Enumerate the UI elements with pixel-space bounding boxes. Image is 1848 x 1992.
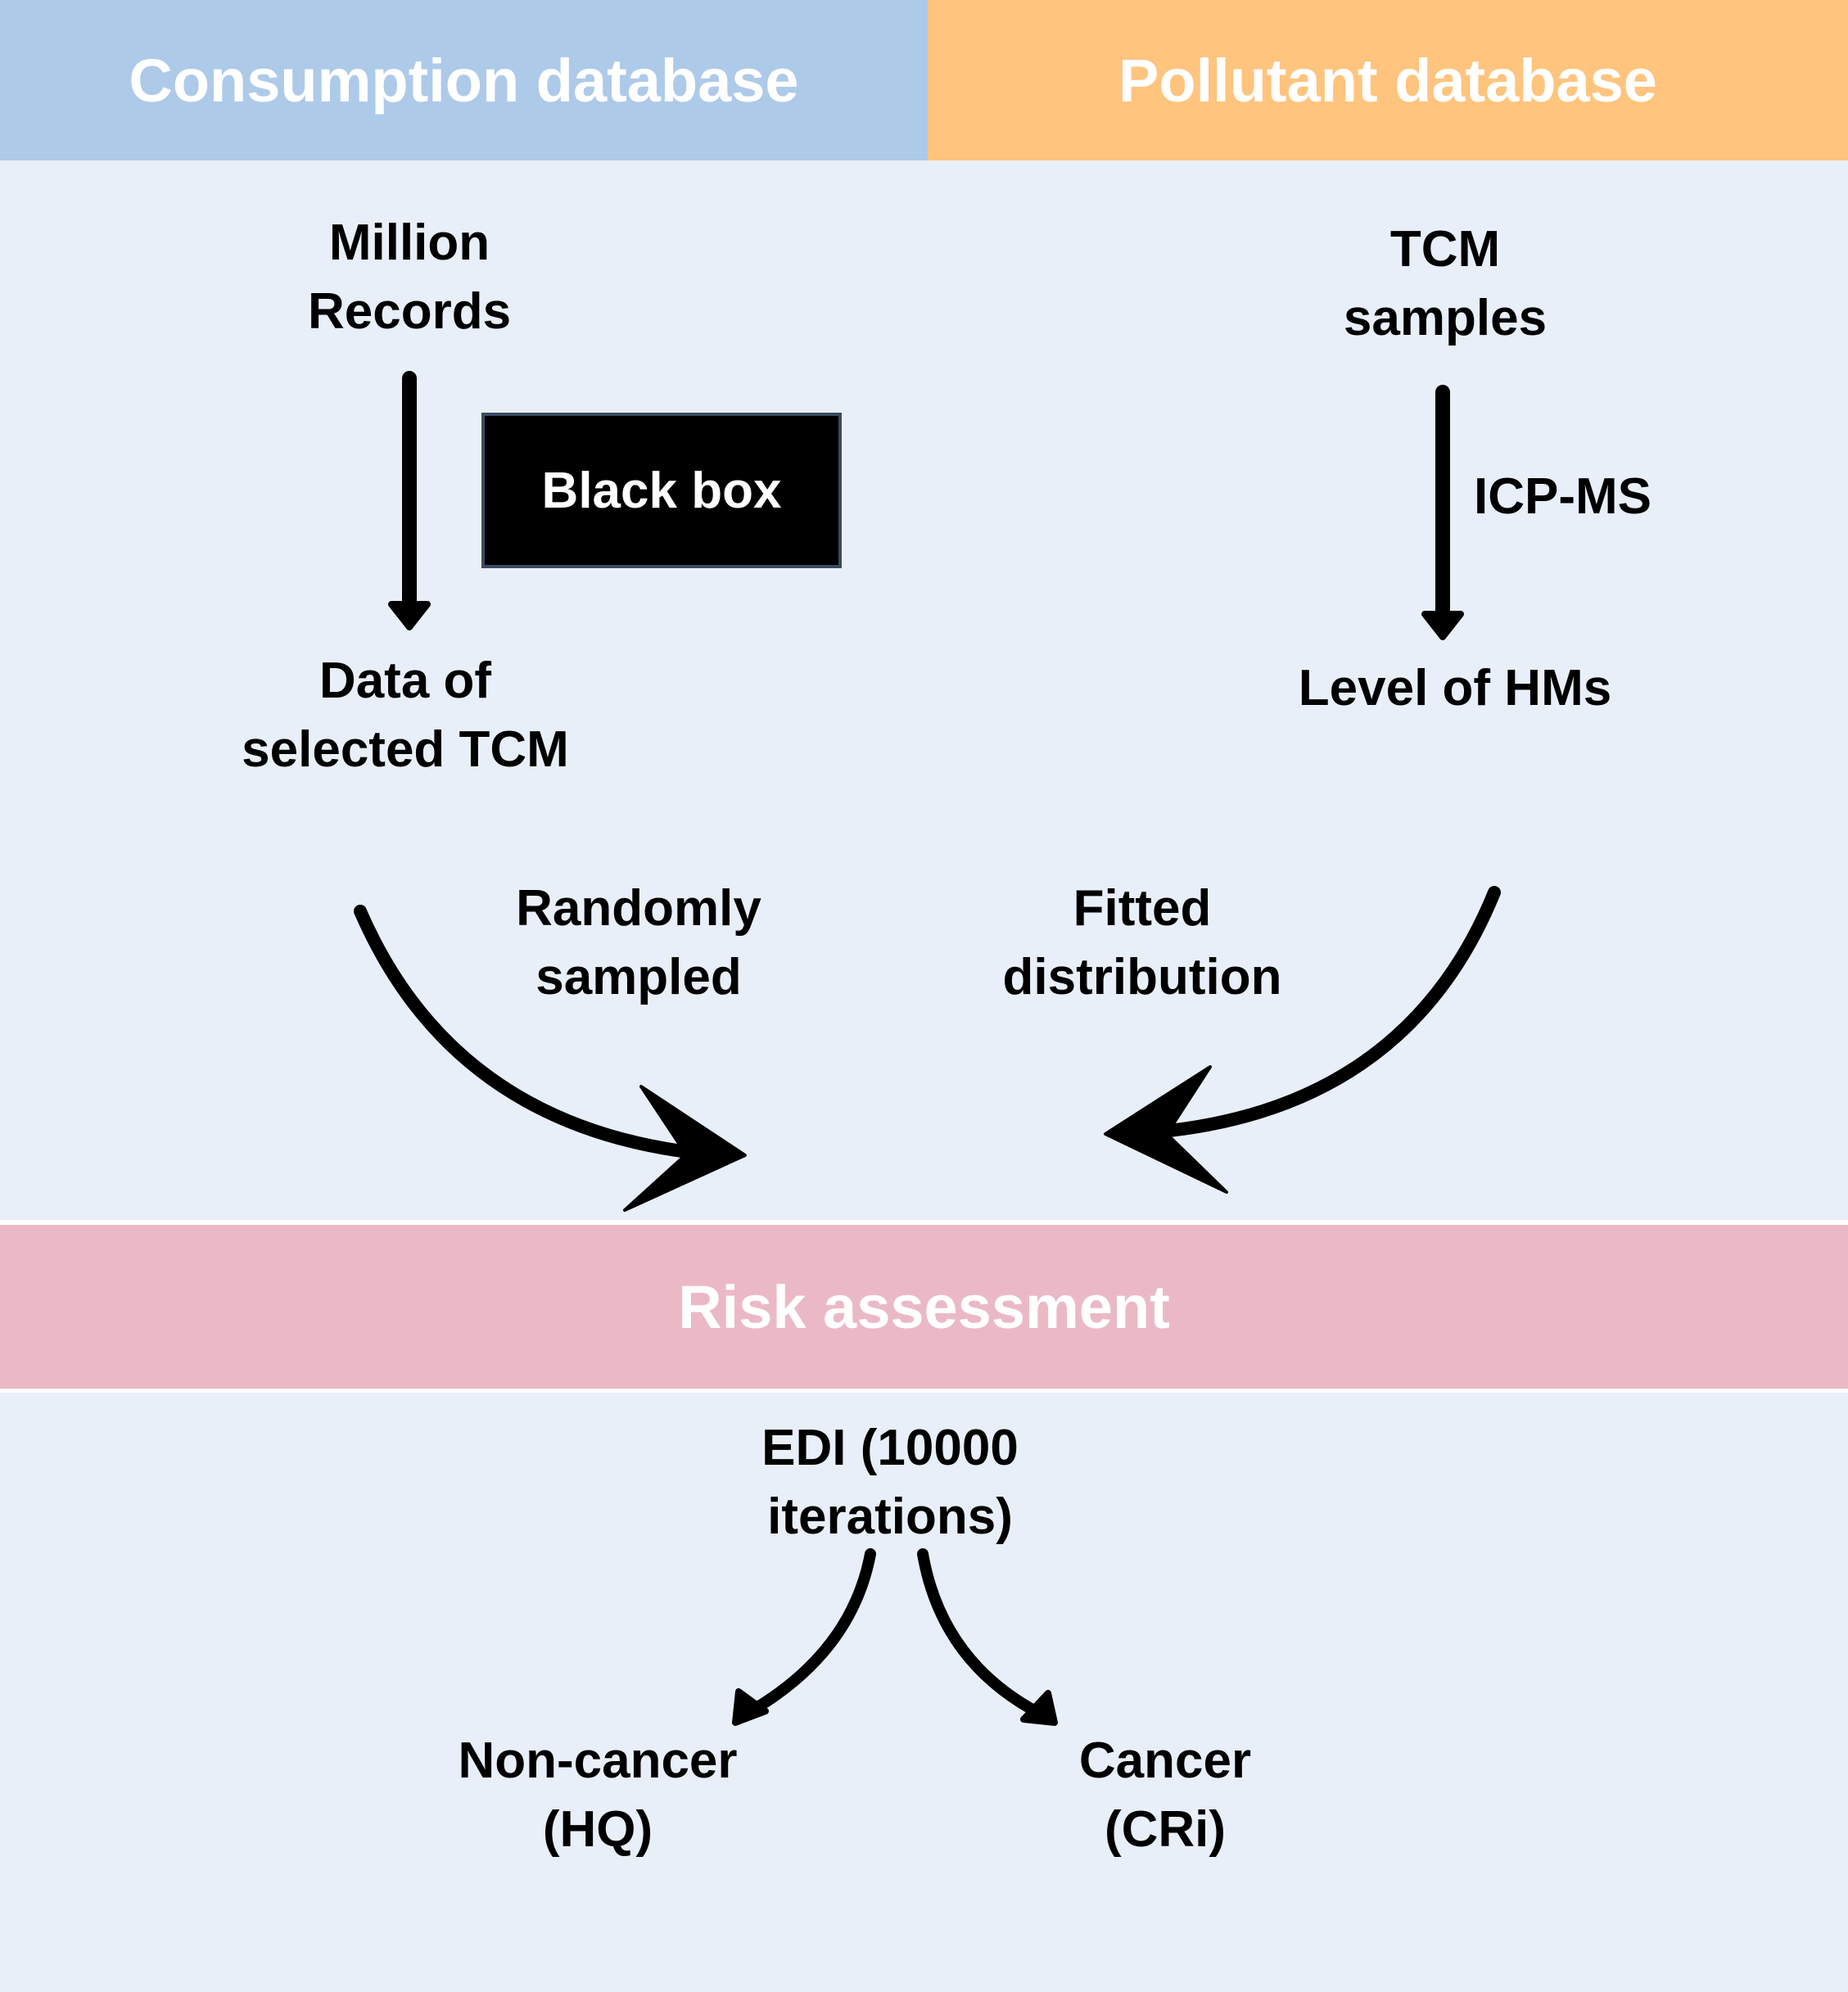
risk-assessment-title: Risk assessment: [678, 1272, 1170, 1341]
fitted-distribution-label: Fitted distribution: [1002, 880, 1282, 1005]
risk-assessment-header: Risk assessment: [0, 1225, 1848, 1389]
consumption-database-title: Consumption database: [129, 46, 799, 115]
arrow-to-cancer: [917, 1548, 1058, 1726]
arrow-to-non-cancer: [732, 1548, 876, 1726]
million-records-label: Million Records: [307, 215, 512, 340]
curved-arrow-left: [354, 905, 747, 1212]
icp-ms-label: ICP-MS: [1474, 468, 1651, 525]
pollutant-database-header: Pollutant database: [928, 0, 1848, 160]
black-box: Black box: [481, 413, 842, 568]
pollutant-database-title: Pollutant database: [1118, 46, 1657, 115]
randomly-sampled-label: Randomly sampled: [516, 880, 761, 1005]
cancer-cri-label: Cancer (CRi): [1078, 1732, 1252, 1858]
divider-bottom: [0, 1389, 1848, 1393]
consumption-database-header: Consumption database: [0, 0, 928, 160]
down-arrow-pollutant: [1421, 385, 1464, 640]
edi-iterations-label: EDI (10000 iterations): [761, 1420, 1019, 1545]
selected-tcm-data-label: Data of selected TCM: [242, 653, 569, 778]
level-of-hms-label: Level of HMs: [1298, 660, 1612, 716]
curved-arrow-right: [1104, 886, 1501, 1194]
non-cancer-hq-label: Non-cancer (HQ): [458, 1732, 738, 1858]
tcm-samples-label: TCM samples: [1343, 221, 1548, 346]
divider-top: [0, 1220, 1848, 1225]
black-box-label: Black box: [541, 462, 782, 519]
down-arrow-consumption: [388, 371, 431, 630]
